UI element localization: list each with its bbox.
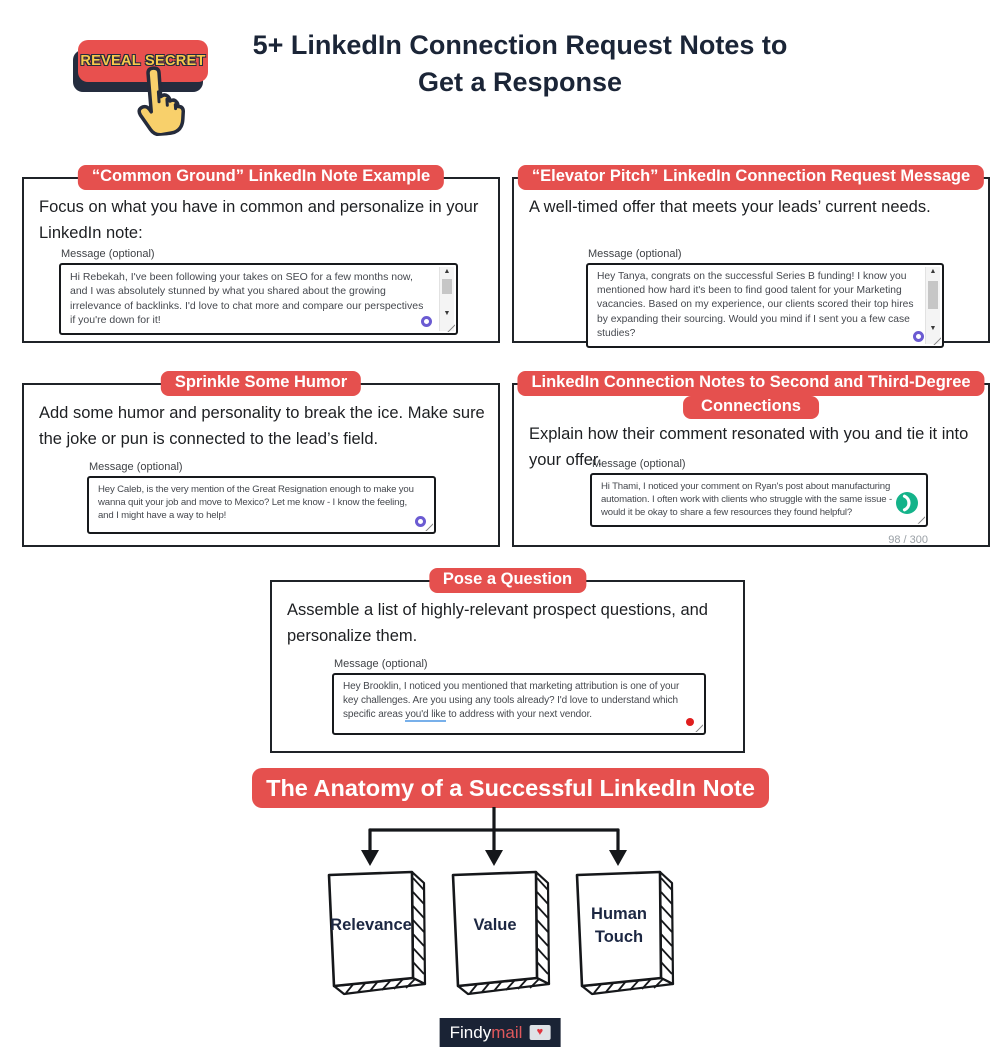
card-second-third-degree: LinkedIn Connection Notes to Second and … bbox=[512, 371, 990, 547]
resize-handle-icon[interactable] bbox=[446, 322, 455, 332]
envelope-heart-icon: ♥ bbox=[529, 1025, 551, 1040]
message-optional-label: Message (optional) bbox=[89, 461, 183, 473]
grammarly-purple-icon[interactable] bbox=[421, 315, 432, 327]
message-optional-label: Message (optional) bbox=[334, 658, 428, 670]
card-second-third-degree-badge-line1: LinkedIn Connection Notes to Second and … bbox=[517, 371, 985, 396]
resize-handle-icon[interactable] bbox=[424, 522, 433, 531]
page-title: 5+ LinkedIn Connection Request Notes to … bbox=[205, 27, 835, 102]
message-textarea[interactable]: Hey Caleb, is the very mention of the Gr… bbox=[87, 476, 436, 534]
card-sprinkle-humor-badge: Sprinkle Some Humor bbox=[160, 371, 362, 396]
card-sprinkle-humor-body: Add some humor and personality to break … bbox=[39, 404, 485, 448]
resize-handle-icon[interactable] bbox=[932, 336, 941, 346]
message-textarea[interactable]: Hey Tanya, congrats on the successful Se… bbox=[586, 263, 944, 349]
reveal-secret-label: REVEAL SECRET bbox=[80, 53, 206, 69]
anatomy-box-label: Relevance bbox=[330, 916, 412, 935]
resize-handle-icon[interactable] bbox=[916, 514, 925, 524]
scrollbar-thumb[interactable] bbox=[928, 280, 938, 309]
scrollbar[interactable]: ▲ ▼ bbox=[439, 267, 454, 331]
page-title-line2: Get a Response bbox=[417, 67, 623, 98]
scrollbar-track[interactable] bbox=[440, 277, 454, 309]
anatomy-banner: The Anatomy of a Successful LinkedIn Not… bbox=[252, 768, 769, 808]
card-pose-question-badge: Pose a Question bbox=[428, 568, 587, 593]
message-text-part2: to address with your next vendor. bbox=[445, 708, 592, 720]
sketch-box-icon bbox=[575, 870, 675, 996]
scrollbar[interactable]: ▲ ▼ bbox=[925, 267, 940, 345]
message-text: Hi Rebekah, I've been following your tak… bbox=[70, 271, 424, 327]
resize-handle-icon[interactable] bbox=[694, 723, 703, 732]
card-pose-question: Pose a Question Assemble a list of highl… bbox=[270, 568, 745, 753]
message-textarea[interactable]: Hi Rebekah, I've been following your tak… bbox=[59, 263, 458, 335]
grammarly-purple-icon[interactable] bbox=[415, 516, 426, 527]
scrollbar-track[interactable] bbox=[926, 277, 940, 324]
message-textarea[interactable]: Hey Brooklin, I noticed you mentioned th… bbox=[332, 673, 706, 735]
anatomy-box-label: Human Touch bbox=[591, 904, 647, 946]
scrollbar-thumb[interactable] bbox=[442, 278, 452, 294]
message-text: Hi Thami, I noticed your comment on Ryan… bbox=[601, 481, 893, 519]
anatomy-box-relevance: Relevance bbox=[324, 864, 432, 998]
character-counter: 98 / 300 bbox=[888, 533, 928, 546]
brand-name-part1: Findy bbox=[449, 1022, 492, 1042]
sketch-box-icon bbox=[327, 870, 427, 996]
message-text-part1: Hey Brooklin, I noticed you mentioned th… bbox=[343, 681, 680, 720]
card-common-ground-body: Focus on what you have in common and per… bbox=[39, 198, 479, 242]
card-common-ground-badge: “Common Ground” LinkedIn Note Example bbox=[77, 165, 445, 190]
card-common-ground: “Common Ground” LinkedIn Note Example Fo… bbox=[22, 165, 500, 343]
branch-arrows bbox=[361, 807, 627, 866]
card-pose-question-body: Assemble a list of highly-relevant prosp… bbox=[287, 601, 708, 645]
card-elevator-pitch-body: A well-timed offer that meets your leads… bbox=[529, 198, 931, 216]
message-textarea[interactable]: Hi Thami, I noticed your comment on Ryan… bbox=[590, 473, 928, 527]
anatomy-box-value: Value bbox=[448, 864, 556, 998]
grammarly-green-icon[interactable] bbox=[896, 492, 918, 518]
heart-icon: ♥ bbox=[536, 1026, 544, 1038]
anatomy-box-label: Value bbox=[473, 916, 517, 935]
card-elevator-pitch-badge: “Elevator Pitch” LinkedIn Connection Req… bbox=[517, 165, 985, 190]
scroll-up-icon[interactable]: ▲ bbox=[443, 268, 451, 275]
card-second-third-degree-badge-line2: Connections bbox=[683, 396, 819, 419]
message-optional-label: Message (optional) bbox=[592, 458, 686, 470]
reveal-secret-button[interactable]: REVEAL SECRET bbox=[78, 40, 208, 82]
scroll-down-icon[interactable]: ▼ bbox=[929, 325, 937, 333]
card-second-third-degree-body: Explain how their comment resonated with… bbox=[529, 425, 969, 469]
brand-name-part2: mail bbox=[491, 1022, 523, 1042]
red-dot-icon bbox=[686, 718, 694, 726]
card-elevator-pitch: “Elevator Pitch” LinkedIn Connection Req… bbox=[512, 165, 990, 349]
scroll-down-icon[interactable]: ▼ bbox=[443, 309, 451, 317]
anatomy-box-human-touch: Human Touch bbox=[572, 864, 680, 998]
message-optional-label: Message (optional) bbox=[61, 248, 155, 260]
page-title-line1: 5+ LinkedIn Connection Request Notes to bbox=[252, 30, 788, 60]
message-text-underlined: you'd like bbox=[405, 708, 446, 722]
card-sprinkle-humor: Sprinkle Some Humor Add some humor and p… bbox=[22, 371, 500, 547]
scroll-up-icon[interactable]: ▲ bbox=[929, 268, 937, 275]
pointer-hand-icon bbox=[137, 66, 186, 137]
message-text: Hey Brooklin, I noticed you mentioned th… bbox=[343, 680, 682, 722]
message-text: Hey Tanya, congrats on the successful Se… bbox=[597, 271, 914, 339]
sketch-box-icon bbox=[451, 870, 551, 996]
grammarly-purple-icon[interactable] bbox=[913, 331, 924, 343]
message-optional-label: Message (optional) bbox=[588, 248, 682, 260]
message-text: Hey Caleb, is the very mention of the Gr… bbox=[98, 484, 414, 522]
